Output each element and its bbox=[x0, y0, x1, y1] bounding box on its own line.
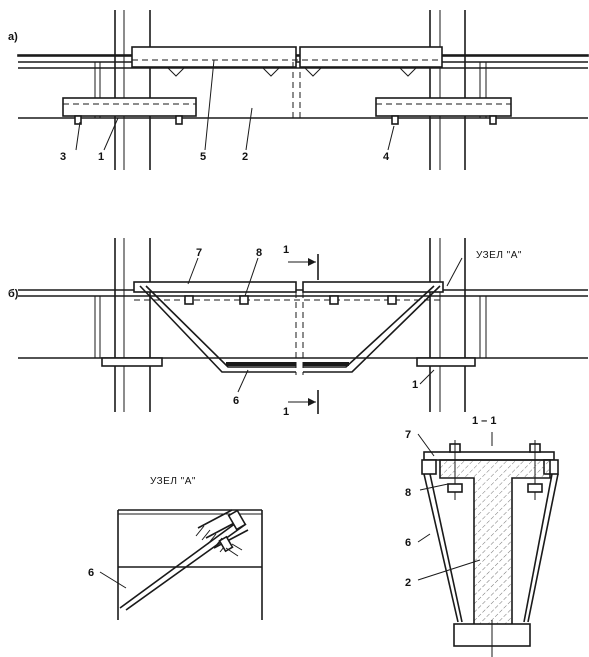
callout-4: 4 bbox=[383, 151, 390, 163]
section-title: 1 – 1 bbox=[472, 415, 496, 427]
column-left bbox=[114, 238, 151, 412]
callout-8: 8 bbox=[256, 247, 262, 259]
callout-1: 1 bbox=[98, 151, 104, 163]
spacer-block bbox=[239, 295, 249, 305]
top-plate-left bbox=[133, 281, 297, 293]
callout-6: 6 bbox=[405, 537, 411, 549]
bolt bbox=[391, 115, 399, 125]
bolt bbox=[74, 115, 82, 125]
section-1-1: 1 – 1 7 8 6 2 bbox=[405, 415, 559, 657]
bolt bbox=[175, 115, 183, 125]
tie-rod-right bbox=[303, 285, 441, 373]
column-right bbox=[429, 10, 466, 170]
callout-2: 2 bbox=[242, 151, 248, 163]
callout-5: 5 bbox=[200, 151, 206, 163]
tie-rod bbox=[119, 519, 241, 609]
top-plate-left bbox=[131, 46, 297, 68]
column-right bbox=[429, 238, 466, 412]
section-mark-bottom: 1 bbox=[283, 406, 289, 418]
callout-7: 7 bbox=[196, 247, 202, 259]
callout-1: 1 bbox=[412, 379, 418, 391]
spacer-block bbox=[184, 295, 194, 305]
view-b-label: б) bbox=[8, 288, 19, 300]
callout-2: 2 bbox=[405, 577, 411, 589]
bottom-plate-left bbox=[62, 97, 197, 117]
bolt-assembly bbox=[195, 509, 249, 557]
callout-6: 6 bbox=[88, 567, 94, 579]
node-a-title: УЗЕЛ "А" bbox=[150, 476, 196, 487]
spacer-block bbox=[387, 295, 397, 305]
tie-rod-left bbox=[139, 285, 296, 373]
node-a-detail: УЗЕЛ "А" 6 bbox=[88, 476, 263, 620]
callout-7: 7 bbox=[405, 429, 411, 441]
callout-6: 6 bbox=[233, 395, 239, 407]
column-left bbox=[114, 10, 151, 170]
top-plate-right bbox=[299, 46, 443, 68]
top-plate-right bbox=[302, 281, 444, 293]
callout-3: 3 bbox=[60, 151, 66, 163]
bottom-plate-right bbox=[375, 97, 512, 117]
view-a: а) bbox=[8, 10, 589, 170]
bolt bbox=[489, 115, 497, 125]
section-mark-top: 1 bbox=[283, 244, 289, 256]
spacer-block bbox=[329, 295, 339, 305]
node-a-label: УЗЕЛ "А" bbox=[476, 250, 522, 261]
callout-8: 8 bbox=[405, 487, 411, 499]
view-a-label: а) bbox=[8, 31, 18, 43]
view-b: б) bbox=[8, 238, 588, 418]
